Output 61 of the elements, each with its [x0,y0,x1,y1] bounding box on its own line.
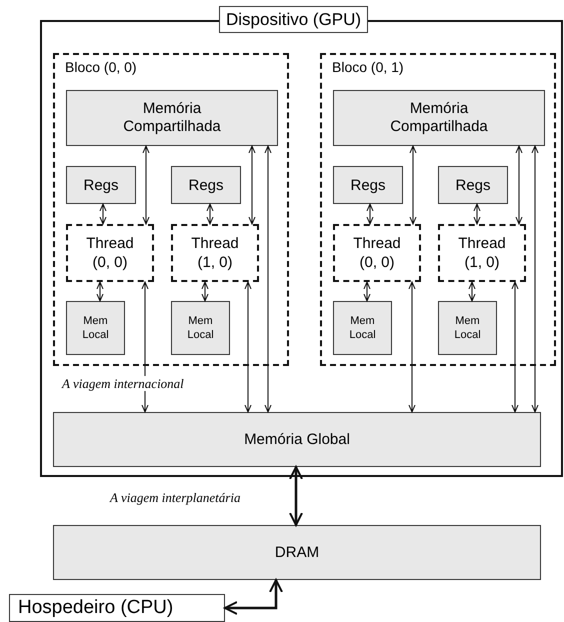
host-box [9,594,225,622]
register-box [171,166,241,204]
thread-label: Thread (0, 0) [352,234,402,272]
memory-label: Memória Compartilhada [389,100,489,136]
arrow [142,146,150,224]
memory-label: Mem Local [186,314,215,342]
arrow [202,282,208,302]
arrow [408,282,416,412]
device-title: Dispositivo (GPU) [219,6,368,33]
arrow [244,282,252,412]
register-box [438,166,508,204]
memory-box [66,301,125,355]
memory-label: Memória Compartilhada [122,100,222,136]
block-frame [320,53,556,366]
memory-box [438,301,497,355]
register-box [66,166,136,204]
register-label: Regs [455,176,491,194]
memory-box [333,301,392,355]
arrow [366,204,374,224]
edge-label: A viagem interplanetária [110,490,240,505]
arrow [142,282,148,412]
arrow [96,282,104,302]
block-title: Bloco (0, 1) [332,59,404,75]
thread-label: Thread (0, 0) [85,234,135,272]
arrow [468,282,476,302]
arrow [224,579,283,615]
memory-label: Mem Local [453,314,482,342]
thread-box [171,224,259,282]
arrow [264,146,272,412]
memory-box [333,90,545,146]
memory-label: DRAM [274,544,320,561]
arrow [532,146,538,412]
memory-box [53,525,541,580]
arrow [474,204,480,224]
arrow [364,282,370,302]
arrow [516,146,522,224]
thread-box [438,224,526,282]
register-label: Regs [350,176,386,194]
edge-label: A viagem internacional [62,376,184,391]
memory-box [66,90,278,146]
thread-box [333,224,421,282]
memory-box [53,412,541,467]
thread-label: Thread (1, 0) [190,234,240,272]
thread-label: Thread (1, 0) [457,234,507,272]
memory-label: Mem Local [348,314,377,342]
block-title: Bloco (0, 0) [65,59,137,75]
register-box [333,166,403,204]
block-frame [53,53,289,366]
memory-label: Mem Local [81,314,110,342]
memory-box [171,301,230,355]
register-label: Regs [83,176,119,194]
memory-label: Memória Global [244,431,350,448]
arrow [248,146,256,224]
arrow [206,204,214,224]
arrow [100,204,106,224]
register-label: Regs [188,176,224,194]
arrow [289,466,303,526]
host-label: Hospedeiro (CPU) [18,597,174,619]
arrow [512,282,518,412]
thread-box [66,224,154,282]
arrow [410,146,416,224]
